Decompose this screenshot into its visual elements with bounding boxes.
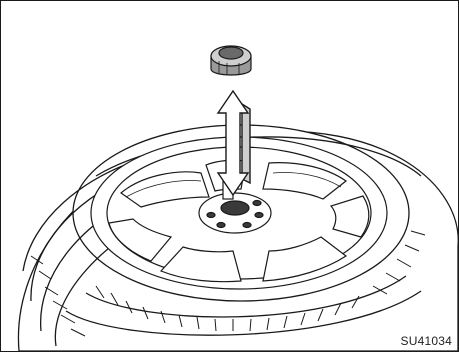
wheel-nut-icon bbox=[211, 46, 251, 75]
figure-code: SU41034 bbox=[401, 334, 452, 348]
